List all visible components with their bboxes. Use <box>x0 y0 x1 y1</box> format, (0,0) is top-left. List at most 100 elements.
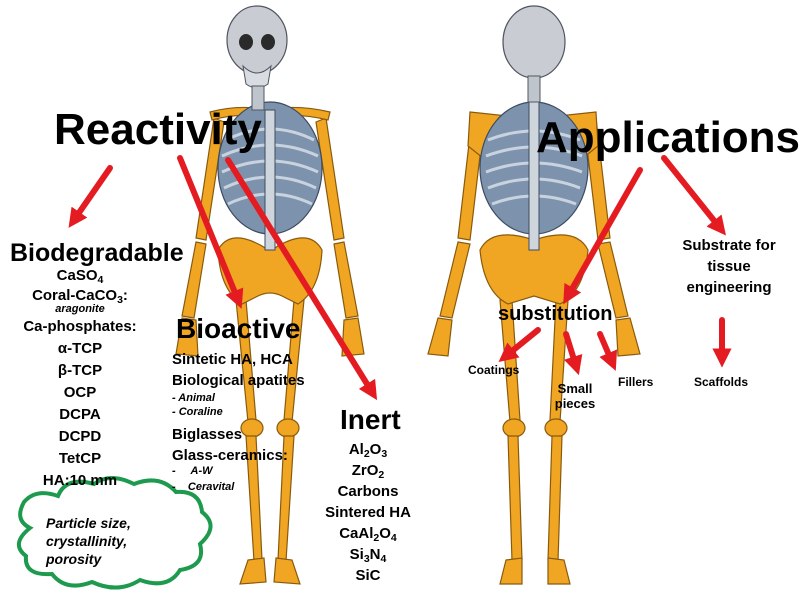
arrow-reactivity-to-bioactive <box>177 155 244 309</box>
back-right-knee <box>544 418 568 438</box>
coral-text: Coral-CaCO <box>32 287 118 304</box>
biodegradable-aragonite: aragonite <box>55 303 105 315</box>
cloud-text: Particle size, crystallinity, porosity <box>46 516 186 566</box>
bioactive-aw: - A-W <box>172 465 213 477</box>
biodegradable-title: Biodegradable <box>10 239 184 267</box>
back-left-knee <box>502 418 526 438</box>
reactivity-title: Reactivity <box>54 105 262 154</box>
back-right-tibia <box>547 435 563 562</box>
applications-title: Applications <box>536 113 800 162</box>
o-text: O <box>369 441 382 458</box>
n-subscript: 4 <box>380 553 387 565</box>
caso4-text: CaSO <box>56 267 98 284</box>
arrow-reactivity-to-inert <box>225 157 378 401</box>
biodegradable-caso4: CaSO4 <box>0 267 160 286</box>
small-pieces-line: pieces <box>554 396 596 411</box>
front-left-hand <box>175 317 199 357</box>
arrow-applications-to-substitution <box>563 167 643 305</box>
front-skull <box>226 5 288 111</box>
back-right-foot <box>547 557 571 585</box>
caal-text: CaAl <box>339 525 374 542</box>
inert-sic: SiC <box>355 567 381 584</box>
substrate-line: Substrate for <box>682 237 776 254</box>
arrow-substitution-to-coatings <box>498 327 541 363</box>
back-left-tibia <box>507 435 523 562</box>
property-cloud <box>17 476 213 590</box>
coatings-label: Coatings <box>468 363 520 377</box>
bioactive-synthetic: Sintetic HA, HCA <box>172 351 293 368</box>
front-left-forearm <box>181 241 207 319</box>
coral-subscript: 3 <box>117 294 123 306</box>
substrate-line: tissue <box>707 258 751 275</box>
arrow-substitution-to-small-pieces <box>563 331 583 376</box>
back-right-forearm <box>597 241 629 319</box>
arrow-applications-to-substrate <box>661 155 726 236</box>
zro-text: ZrO <box>351 462 379 479</box>
biodegradable-item: OCP <box>63 384 97 401</box>
biodegradable-item: DCPA <box>59 406 101 423</box>
small-pieces-line: Small <box>557 381 593 396</box>
front-pelvis <box>217 237 323 305</box>
caso4-subscript: 4 <box>97 274 104 286</box>
al-text: Al <box>348 441 364 458</box>
inert-caal2o4: CaAl2O4 <box>318 525 418 544</box>
bioactive-biological-apatites: Biological apatites <box>172 372 305 389</box>
caal-o-subscript: 4 <box>390 532 397 544</box>
front-ribcage <box>217 101 323 251</box>
bioactive-coraline: - Coraline <box>172 406 223 418</box>
arrow-reactivity-to-biodegradable <box>68 165 113 228</box>
biodegradable-item: DCPD <box>58 428 102 445</box>
biodegradable-list: CaSO4 Coral-CaCO3: aragonite Ca-phosphat… <box>0 268 160 488</box>
fillers-label: Fillers <box>618 375 654 389</box>
back-pelvis <box>479 234 589 305</box>
arrows <box>68 155 732 401</box>
bioactive-glass-ceramics: Glass-ceramics: <box>172 447 288 464</box>
si-text: Si <box>349 546 364 563</box>
front-right-knee <box>276 418 300 438</box>
front-right-forearm <box>333 241 359 319</box>
small-pieces-label: Small pieces <box>550 382 600 410</box>
bioactive-animal: - Animal <box>172 392 215 404</box>
back-left-hand <box>427 317 453 357</box>
front-left-knee <box>240 418 264 438</box>
bioactive-title: Bioactive <box>176 313 301 344</box>
substrate-label: Substrate for tissue engineering <box>664 238 794 295</box>
substitution-label: substitution <box>498 303 613 325</box>
back-left-foot <box>499 557 523 585</box>
caal-o-text: O <box>379 525 391 542</box>
biodegradable-coral: Coral-CaCO3: <box>0 287 160 306</box>
cloud-line: crystallinity, <box>46 533 128 549</box>
biodegradable-ca-phosphates: Ca-phosphates: <box>23 318 137 335</box>
front-right-foot <box>273 557 301 585</box>
inert-zro2: ZrO2 <box>318 462 418 481</box>
biodegradable-item: α-TCP <box>57 340 103 357</box>
inert-al2o3: Al2O3 <box>318 441 418 460</box>
back-left-forearm <box>439 241 471 319</box>
al-subscript: 2 <box>363 448 370 460</box>
cloud-line: porosity <box>46 551 102 567</box>
zro-subscript: 2 <box>378 469 385 481</box>
bioactive-ceravital: - Ceravital <box>172 481 235 493</box>
biodegradable-item: β-TCP <box>57 362 103 379</box>
caal-subscript: 2 <box>373 532 380 544</box>
front-left-foot <box>239 557 267 585</box>
inert-carbons: Carbons <box>337 483 399 500</box>
cloud-line: Particle size, <box>46 515 131 531</box>
inert-list: Al2O3 ZrO2 Carbons Sintered HA CaAl2O4 S… <box>318 442 418 583</box>
back-skull <box>502 5 566 103</box>
n-text: N <box>369 546 381 563</box>
si-subscript: 3 <box>363 553 370 565</box>
substrate-line: engineering <box>686 279 772 296</box>
coral-colon: : <box>122 287 128 304</box>
scaffolds-label: Scaffolds <box>694 375 749 389</box>
biodegradable-item: HA:10 mm <box>42 472 118 489</box>
inert-title: Inert <box>340 404 401 435</box>
back-right-hand <box>615 317 641 357</box>
inert-si3n4: Si3N4 <box>318 546 418 565</box>
biodegradable-item: TetCP <box>58 450 102 467</box>
bioactive-bioglasses: Biglasses <box>172 426 243 443</box>
arrow-substitution-to-fillers <box>597 331 618 371</box>
o-subscript: 3 <box>381 448 388 460</box>
